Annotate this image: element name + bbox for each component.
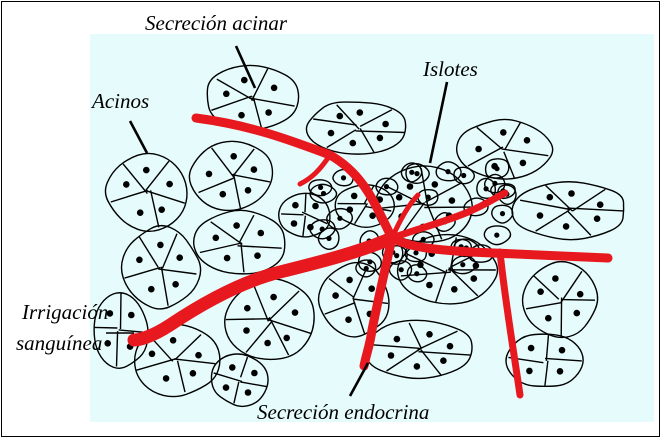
pointer-endocrine-secretion [350, 363, 368, 396]
label-blood-supply-line1: Irrigación [22, 302, 108, 323]
blood-vessel [364, 238, 392, 366]
pointer-acini [130, 121, 147, 153]
islet-cell [327, 209, 353, 229]
acinus-cluster [512, 182, 624, 240]
acinus-cluster [194, 210, 285, 274]
label-blood-supply-line2: sanguínea [16, 333, 102, 354]
islet-cell [436, 162, 461, 181]
acinus-cluster [189, 141, 272, 210]
label-acini: Acinos [92, 91, 149, 112]
cell-clusters [94, 65, 624, 406]
islet-cell [492, 205, 513, 223]
label-islets: Islotes [423, 59, 478, 80]
label-endocrine-secretion: Secreción endocrina [257, 402, 429, 423]
label-acinar-secretion: Secreción acinar [145, 13, 287, 34]
blood-vessel [300, 155, 330, 184]
pointer-islets [430, 82, 447, 163]
blood-vessel [196, 118, 392, 238]
islet-cell [310, 220, 335, 239]
blood-vessels [134, 118, 608, 395]
acinus-cluster [523, 262, 598, 338]
acinus-cluster [366, 320, 472, 378]
acinus-cluster [121, 226, 200, 309]
blood-vessel [134, 238, 392, 340]
acinus-cluster [306, 102, 405, 154]
blood-vessel [500, 252, 520, 395]
islet-cell [484, 226, 510, 245]
acinus-cluster [105, 153, 187, 231]
islet-cell [454, 167, 474, 183]
